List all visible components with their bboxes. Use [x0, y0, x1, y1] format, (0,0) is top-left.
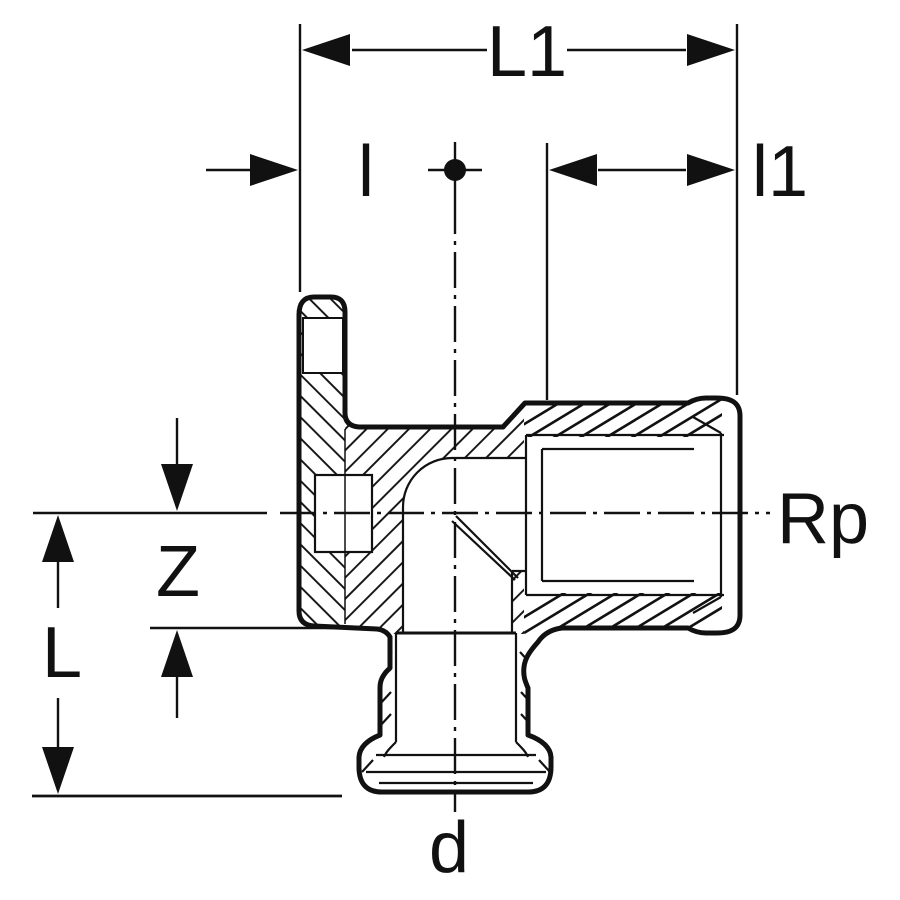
thread-label-Rp: Rp	[777, 479, 869, 559]
dimension-lines	[32, 24, 739, 798]
thread-bore	[524, 434, 739, 596]
center-mark	[444, 159, 466, 181]
elbow-bore	[403, 458, 526, 633]
flange-counterbore	[302, 317, 344, 374]
dim-label-L1: L1	[487, 12, 567, 92]
fitting-section-view	[299, 297, 740, 792]
dim-label-d: d	[429, 808, 469, 888]
centerlines	[280, 198, 770, 812]
dim-label-l: l	[358, 132, 374, 212]
dim-label-L: L	[42, 613, 82, 693]
dim-label-l1: l1	[752, 132, 808, 212]
dim-label-Z: Z	[156, 532, 200, 612]
interior-edges	[344, 416, 724, 785]
dimension-arrowheads	[42, 34, 735, 794]
